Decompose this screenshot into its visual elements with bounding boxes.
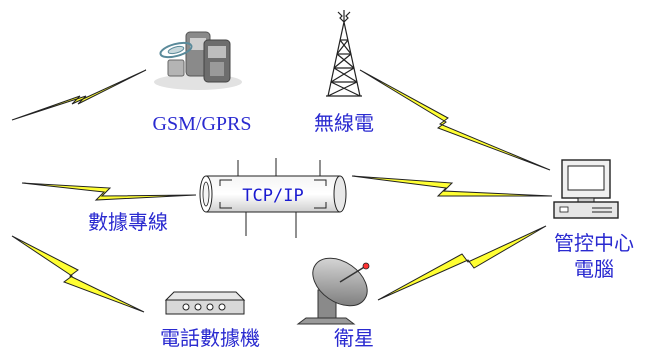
dial-up-modem-label: 電話數據機 (160, 326, 260, 350)
satellite-dish-icon (296, 257, 370, 325)
leased-line-label: 數據專線 (88, 210, 168, 234)
link-bolt-leased-line (21, 182, 197, 201)
computer-icon (553, 159, 619, 219)
tcp-ip-pipe-icon: TCP/IP (199, 158, 347, 238)
control-center-label-line2: 電腦 (574, 257, 614, 281)
gsm-phones-icon (154, 31, 242, 90)
link-bolt-radio-to-center (359, 69, 551, 171)
gsm-gprs-label: GSM/GPRS (153, 113, 252, 135)
link-bolt-modem (11, 235, 145, 313)
link-bolt-satellite-to-center (377, 225, 547, 301)
control-center-label-line1: 管控中心 (554, 231, 634, 255)
radio-label: 無線電 (314, 111, 374, 135)
link-bolt-tcpip-to-center (351, 175, 553, 197)
satellite-label: 衛星 (334, 326, 374, 350)
modem-icon (164, 291, 246, 315)
radio-tower-icon (326, 10, 362, 97)
tcp-ip-label: TCP/IP (242, 186, 303, 206)
link-bolt-gsm (11, 69, 147, 121)
